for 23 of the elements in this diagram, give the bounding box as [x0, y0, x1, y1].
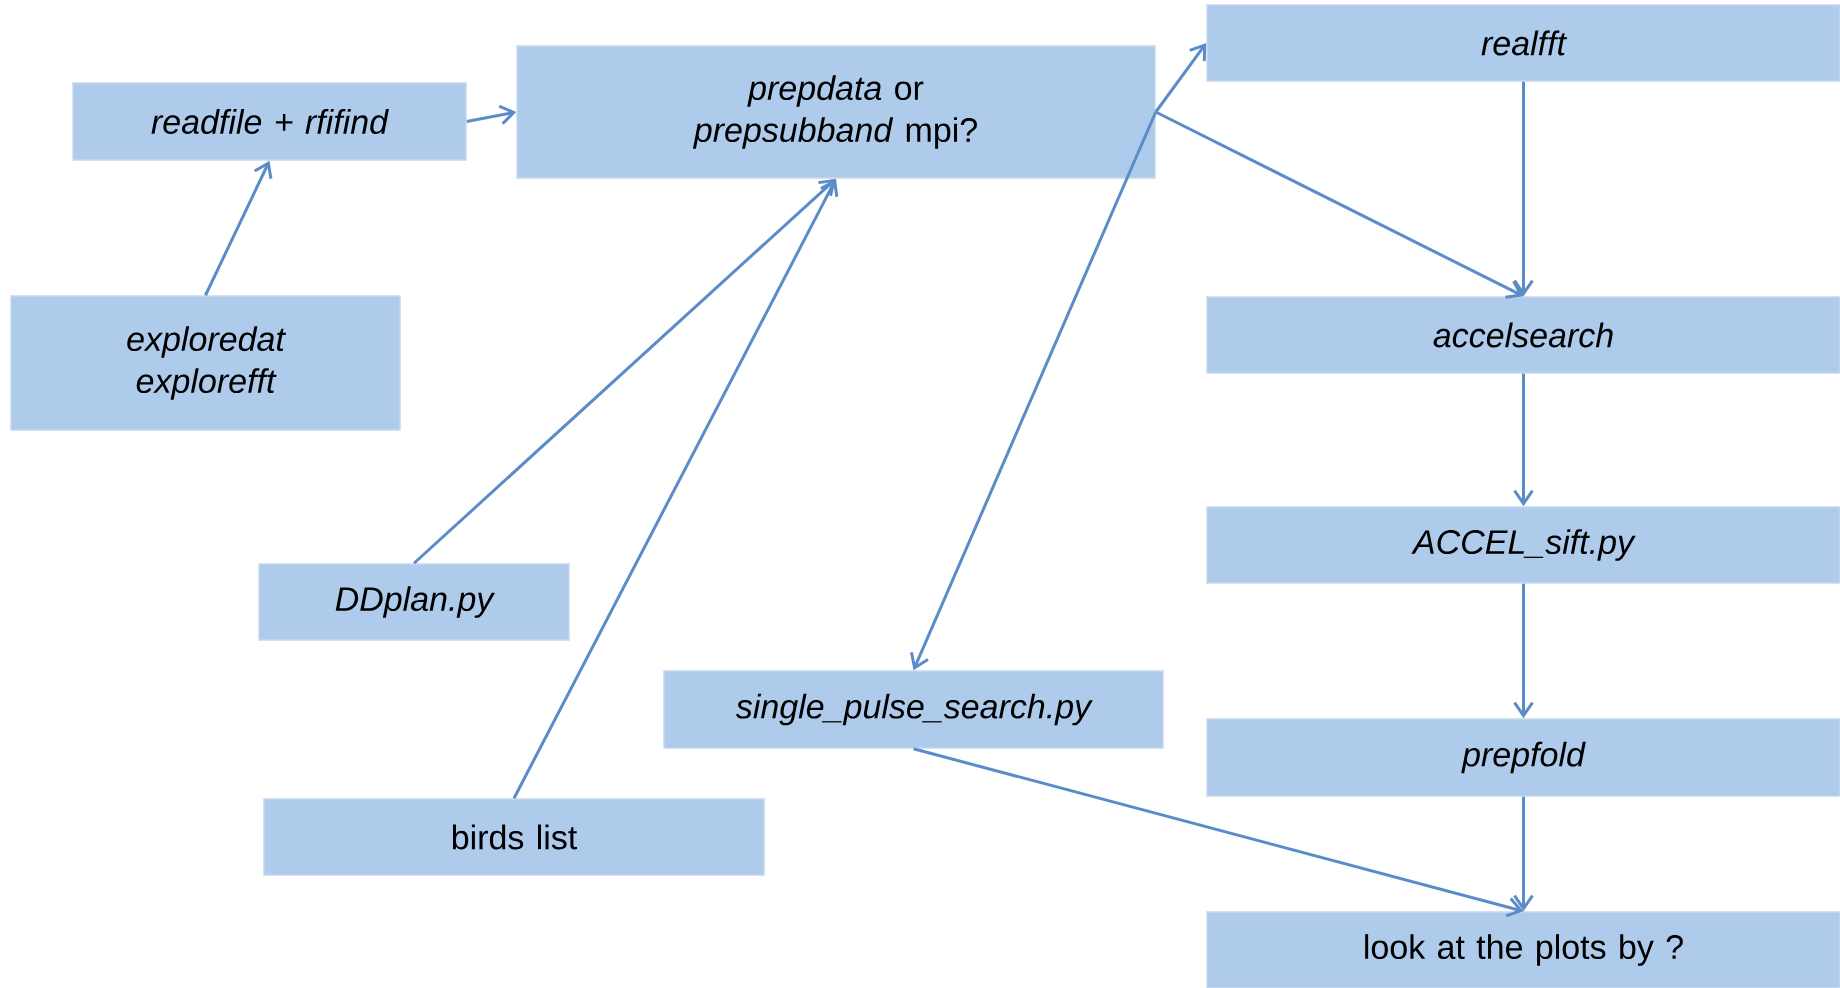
arrow — [1513, 373, 1534, 507]
arrow — [1513, 81, 1534, 297]
arrow — [413, 178, 836, 565]
process-box: look at the plots by ? — [1206, 911, 1840, 988]
arrow — [910, 111, 1158, 671]
process-box: prepfold — [1206, 718, 1840, 797]
process-box: realfft — [1206, 4, 1840, 82]
arrow — [512, 178, 839, 799]
arrow — [1513, 583, 1534, 719]
process-box: birds list — [263, 798, 765, 876]
process-box: single_pulse_search.py — [663, 670, 1164, 749]
arrow — [1155, 110, 1524, 299]
process-box: exploredat explorefft — [10, 295, 401, 431]
arrow — [204, 160, 273, 296]
arrow — [1513, 796, 1534, 912]
arrow — [913, 747, 1524, 918]
process-box: ACCEL_sift.py — [1206, 506, 1840, 584]
arrow — [1154, 43, 1207, 113]
process-box: accelsearch — [1206, 296, 1840, 374]
process-box: readfile + rfifind — [72, 82, 467, 161]
arrow — [466, 104, 517, 125]
process-box: DDplan.py — [258, 563, 570, 641]
process-box: prepdata or prepsubband mpi? — [516, 45, 1156, 179]
